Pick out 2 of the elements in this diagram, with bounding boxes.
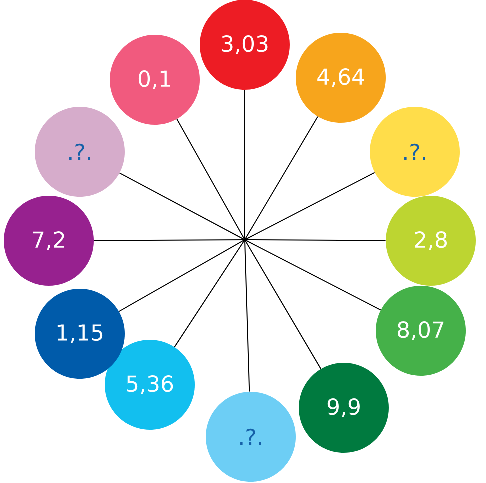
line — [94, 240, 386, 242]
line — [244, 90, 250, 392]
